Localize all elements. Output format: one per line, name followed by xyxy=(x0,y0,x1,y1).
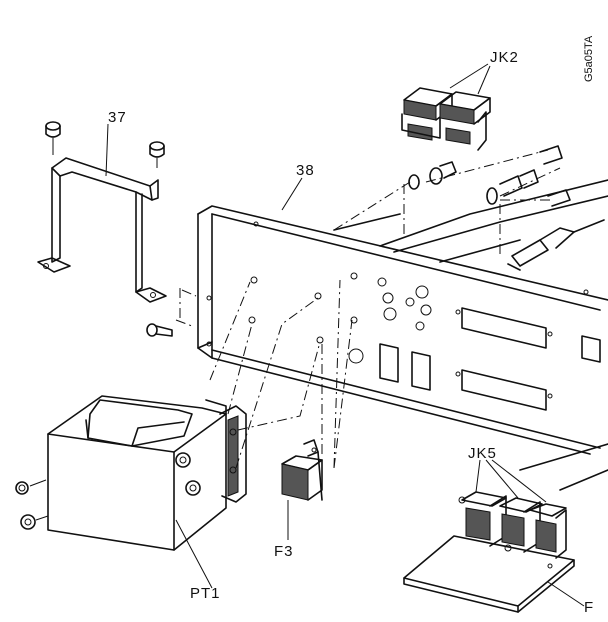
bracket-screw-right xyxy=(149,141,165,168)
fuse-holder-f3 xyxy=(281,439,323,501)
transformer-pt1 xyxy=(47,395,247,551)
screw-set-upper xyxy=(408,145,571,207)
label-38: 38 xyxy=(296,162,315,179)
bracket-37 xyxy=(37,157,167,303)
corner-stamp: G5a05TA xyxy=(583,35,595,82)
bracket-screw-left xyxy=(45,121,61,155)
jack-jk5 xyxy=(458,491,567,559)
circuit-board-f xyxy=(403,535,575,613)
cable-connector xyxy=(507,219,605,271)
transformer-screws xyxy=(15,479,49,530)
label-37: 37 xyxy=(108,109,127,126)
front-panel-38 xyxy=(197,205,608,455)
label-jk2: JK2 xyxy=(490,49,519,66)
label-jk5: JK5 xyxy=(468,445,497,462)
label-f3: F3 xyxy=(274,543,294,560)
panel-screw xyxy=(146,323,173,337)
label-f: F xyxy=(584,599,594,616)
label-pt1: PT1 xyxy=(190,585,221,602)
jack-jk2 xyxy=(401,87,491,151)
